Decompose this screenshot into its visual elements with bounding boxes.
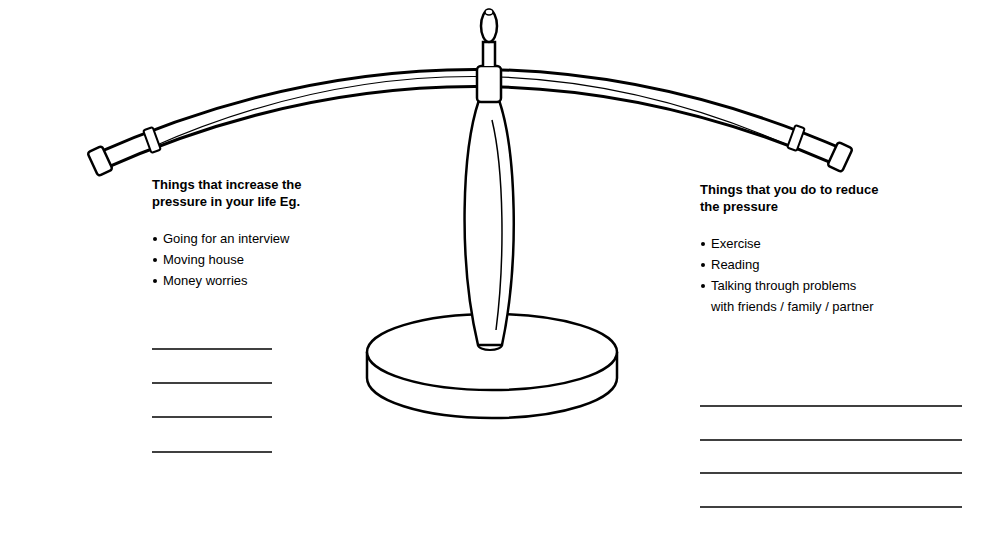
column-heading: Things that increase the pressure in you…: [152, 177, 302, 209]
bullet-dot: [701, 284, 705, 288]
example-item: Exercise: [711, 233, 761, 254]
scale-neck: [483, 42, 495, 66]
example-item: Reading: [711, 254, 759, 275]
bullet-row: Money worries: [152, 270, 332, 291]
answer-line: [152, 382, 272, 383]
example-item: Moving house: [163, 249, 244, 270]
scale-collar: [477, 66, 501, 102]
bullet-dot: [701, 263, 705, 267]
bullet-dot: [701, 242, 705, 246]
bullet-dot: [153, 258, 157, 262]
knob-top: [485, 9, 493, 15]
answer-line: [700, 472, 962, 473]
answer-line: [152, 416, 272, 417]
text-column: Things that you do to reduce the pressur…: [700, 181, 900, 317]
beam-end-left: [87, 146, 112, 176]
column-heading: Things that you do to reduce the pressur…: [700, 182, 878, 214]
example-item: Going for an interview: [163, 228, 289, 249]
bullet-row: Talking through problems with friends / …: [700, 275, 900, 317]
example-item: Money worries: [163, 270, 248, 291]
bullet-dot: [153, 279, 157, 283]
beam-shading: [150, 76, 790, 148]
column-heading-row: Things that increase the pressure in you…: [152, 176, 332, 210]
post-shading: [492, 120, 502, 330]
bullet-row: Exercise: [700, 233, 900, 254]
bullet-dot: [153, 237, 157, 241]
bullet-row: Moving house: [152, 249, 332, 270]
beam-end-right: [827, 142, 852, 172]
scale-beam-outline: [98, 78, 842, 162]
example-item: Talking through problems with friends / …: [711, 275, 876, 317]
answer-line: [700, 506, 962, 507]
beam-band-right: [787, 125, 805, 151]
scale-knob: [481, 10, 497, 42]
column-heading-row: Things that you do to reduce the pressur…: [700, 181, 900, 215]
bullet-row: Reading: [700, 254, 900, 275]
answer-line: [700, 405, 962, 406]
bullet-row: Going for an interview: [152, 228, 332, 249]
beam-band-left: [143, 127, 161, 153]
answer-line: [700, 439, 962, 440]
scale-post: [465, 100, 514, 345]
answer-line: [152, 348, 272, 349]
text-column: Things that increase the pressure in you…: [152, 176, 332, 291]
scale-beam: [98, 78, 842, 162]
answer-line: [152, 451, 272, 452]
